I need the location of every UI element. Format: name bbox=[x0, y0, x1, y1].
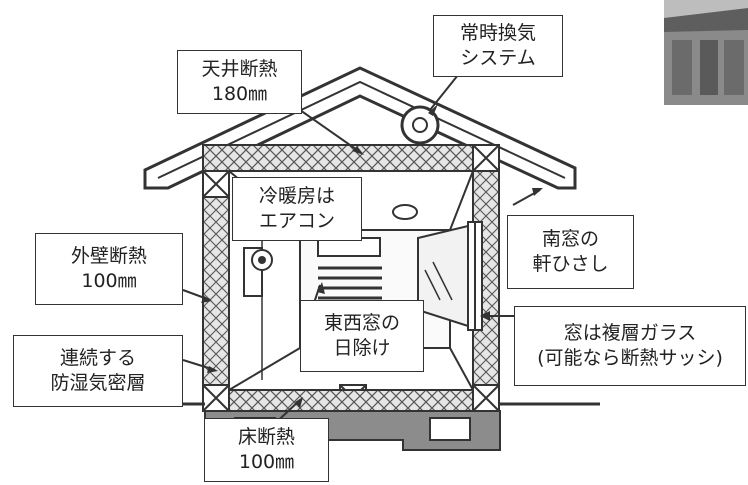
window-shade bbox=[318, 266, 382, 300]
floor-insulation-label: 床断熱 100㎜ bbox=[204, 418, 329, 482]
wall-line-1: 外壁断熱 bbox=[70, 245, 147, 267]
vapor-line-1: 連続する bbox=[59, 347, 136, 369]
south-eaves-label: 南窓の 軒ひさし bbox=[507, 215, 634, 289]
south-window bbox=[417, 221, 483, 331]
shade-line-1: 東西窓の bbox=[323, 312, 400, 334]
arrowheads bbox=[201, 104, 543, 408]
vapor-barrier-label: 連続する 防湿気密層 bbox=[13, 335, 183, 407]
photo-fragment bbox=[664, 0, 748, 105]
air-conditioner-label: 冷暖房は エアコン bbox=[232, 177, 362, 241]
floor-insulation bbox=[228, 389, 474, 412]
ceiling-light bbox=[392, 204, 418, 220]
glass-line-1: 窓は複層ガラス bbox=[563, 322, 697, 344]
vent-line-2: システム bbox=[460, 47, 536, 69]
wall-lamp bbox=[251, 249, 273, 271]
vent-system-label: 常時換気 システム bbox=[433, 15, 563, 77]
floor-line-1: 床断熱 bbox=[237, 426, 295, 448]
wall-line-2: 100㎜ bbox=[81, 270, 137, 292]
vent-cylinder bbox=[400, 105, 440, 145]
wall-insulation-left bbox=[202, 170, 230, 391]
ac-line-1: 冷暖房は bbox=[258, 185, 335, 207]
floor-line-2: 100㎜ bbox=[238, 451, 295, 473]
ceiling-line-1: 天井断熱 bbox=[201, 58, 278, 80]
ac-line-2: エアコン bbox=[258, 210, 335, 232]
eaves-line-2: 軒ひさし bbox=[532, 253, 609, 275]
ceiling-line-2: 180㎜ bbox=[211, 83, 268, 105]
eaves-line-1: 南窓の bbox=[541, 228, 599, 250]
ceiling-insulation bbox=[202, 144, 500, 172]
vapor-line-2: 防湿気密層 bbox=[50, 372, 146, 394]
window-shade-label: 東西窓の 日除け bbox=[300, 300, 424, 372]
wall-insulation-label: 外壁断熱 100㎜ bbox=[35, 233, 183, 305]
shade-line-2: 日除け bbox=[333, 337, 391, 359]
vent-line-1: 常時換気 bbox=[459, 22, 536, 44]
ceiling-insulation-label: 天井断熱 180㎜ bbox=[177, 50, 302, 114]
double-glass-label: 窓は複層ガラス (可能なら断熱サッシ) bbox=[514, 306, 746, 386]
glass-line-2: (可能なら断熱サッシ) bbox=[537, 347, 723, 369]
